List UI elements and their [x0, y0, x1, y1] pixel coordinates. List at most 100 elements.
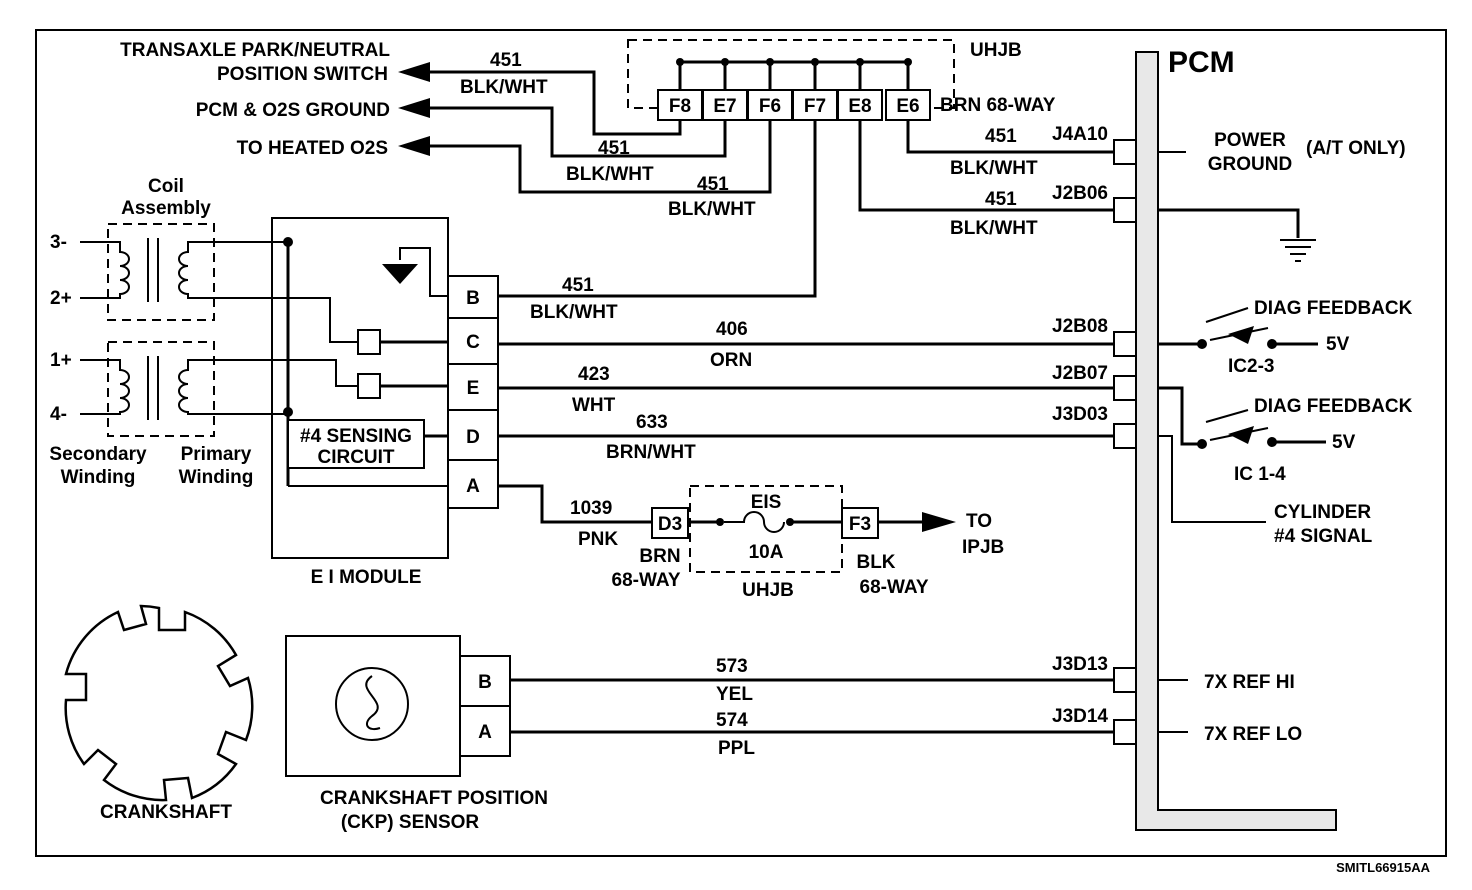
ei-pin-e: E [447, 363, 499, 411]
wire-406-color: ORN [710, 350, 752, 371]
wire-1039 [498, 484, 652, 524]
fuse-amps: 10A [749, 542, 784, 563]
arrow-pcm-o2s-ground [398, 98, 430, 118]
wire-574-color: PPL [718, 738, 755, 759]
coil-lower-box [107, 341, 215, 437]
ckp-label-1: CRANKSHAFT POSITION [320, 788, 548, 809]
svg-text:A: A [478, 722, 492, 743]
wire-451-f6-color: BLK/WHT [668, 199, 756, 220]
wire-451-e7-num: 451 [598, 138, 630, 159]
uhjb-connector-label: BRN 68-WAY [940, 95, 1056, 116]
uhjb-drops [678, 62, 910, 90]
ic23-label: IC2-3 [1228, 356, 1274, 377]
wire-451-f6 [430, 120, 772, 194]
pcm-j2b06: J2B06 [1052, 183, 1108, 204]
ei-pin-c: C [447, 317, 499, 365]
wire-423-color: WHT [572, 395, 616, 416]
arrow-park-neutral [398, 62, 430, 82]
crankshaft-wheel-shape [64, 604, 254, 802]
five-v-2-label: 5V [1332, 432, 1356, 453]
wire-423-num: 423 [578, 364, 610, 385]
pcm-block: PCM [1135, 46, 1337, 831]
fuse-circuit: 1039 PNK D3 F3 EIS 10A UHJB BRN 68-WAY B… [498, 484, 1004, 601]
ckp-sensor: B A CRANKSHAFT POSITION (CKP) SENSOR [285, 635, 548, 833]
wire-451-e7 [430, 106, 727, 158]
fuse-blk-way: 68-WAY [860, 577, 929, 598]
wire-574-num: 574 [716, 710, 748, 731]
pcm-connectors: J4A10 J2B06 J2B08 J2B07 J3D03 J3D13 J3D1… [1052, 124, 1137, 745]
wire-451-e8-num: 451 [985, 189, 1017, 210]
uhjb-pin-f8: F8 [657, 89, 703, 121]
sine-icon [365, 675, 381, 730]
svg-text:A: A [466, 476, 480, 497]
coil-assembly: Coil Assembly 3- 2+ 1+ 4- Secondary Wind… [49, 176, 253, 488]
fuse-element-icon [724, 511, 785, 533]
secondary-winding-2: Winding [61, 467, 136, 488]
svg-text:E7: E7 [713, 96, 736, 117]
uhjb-top-connector: UHJB BRN 68-WAY F8 E7 F6 F7 E8 [627, 39, 1056, 121]
coil-terminal-1: 1+ [50, 350, 72, 371]
fuse-brn-way: 68-WAY [612, 570, 681, 591]
primary-winding-1: Primary [181, 444, 252, 465]
pcm-j2b08: J2B08 [1052, 316, 1108, 337]
wire-633-color: BRN/WHT [606, 442, 696, 463]
fuse-uhjb: UHJB [742, 580, 794, 601]
uhjb-top-label: UHJB [970, 40, 1022, 61]
ckp-pin-b: B [459, 655, 511, 707]
ei-module: E I MODULE #4 SENSING CIRCUIT B C [250, 217, 499, 588]
wire-451-e6-j4a10 [906, 120, 1114, 154]
ckp-label-2: (CKP) SENSOR [341, 812, 480, 833]
svg-text:F6: F6 [759, 96, 781, 117]
fuse-d3: D3 [658, 514, 682, 535]
coil-title-2: Assembly [121, 198, 211, 219]
pcm-j3d13: J3D13 [1052, 654, 1108, 675]
arrow-to-ipjb [922, 512, 956, 532]
diagram-border [35, 29, 1447, 857]
pcm-label: PCM [1168, 46, 1235, 79]
primary-winding-2: Winding [179, 467, 254, 488]
sensing-circuit-2: CIRCUIT [317, 447, 394, 468]
fuse-eis: EIS [751, 492, 782, 513]
uhjb-pin-e8: E8 [837, 89, 883, 121]
diag-feedback-2-label: DIAG FEEDBACK [1254, 396, 1413, 417]
sensing-circuit-box [287, 419, 425, 469]
secondary-winding-1: Secondary [49, 444, 147, 465]
svg-text:D: D [466, 427, 480, 448]
fuse-blk: BLK [856, 552, 895, 573]
wire-633-num: 633 [636, 412, 668, 433]
wire-451-f8 [430, 70, 682, 136]
wire-451-e8-j2b06 [858, 120, 1114, 212]
sensing-circuit-1: #4 SENSING [300, 426, 412, 447]
coil-terminal-2: 2+ [50, 288, 72, 309]
uhjb-pin-f7: F7 [792, 89, 838, 121]
svg-text:B: B [466, 288, 480, 309]
svg-text:PCM & O2S GROUND: PCM & O2S GROUND [196, 100, 390, 121]
ref-hi-label: 7X REF HI [1204, 672, 1295, 693]
wire-451-b-num: 451 [562, 275, 594, 296]
wire-451-f8-num: 451 [490, 50, 522, 71]
pcm-bar [1135, 51, 1337, 831]
ckp-sensor-box [285, 635, 461, 777]
crankshaft-label: CRANKSHAFT [100, 802, 232, 823]
module-ground-icon [382, 264, 418, 284]
diag-feedback-1-label: DIAG FEEDBACK [1254, 298, 1413, 319]
ic14-label: IC 1-4 [1234, 464, 1286, 485]
pcm-power-label: POWER [1214, 130, 1286, 151]
ei-pin-d: D [447, 409, 499, 461]
pcm-j4a10: J4A10 [1052, 124, 1108, 145]
destination-pcm-o2s-ground: PCM & O2S GROUND [196, 98, 430, 121]
crankshaft-wheel: CRANKSHAFT [64, 604, 254, 823]
svg-text:B: B [478, 672, 492, 693]
pcm-j3d03: J3D03 [1052, 404, 1108, 425]
chassis-ground-icon [1280, 239, 1316, 262]
pcm-j3d14: J3D14 [1052, 706, 1108, 727]
ei-module-label: E I MODULE [311, 567, 422, 588]
wire-573-num: 573 [716, 656, 748, 677]
cylinder-signal-1: CYLINDER [1274, 502, 1371, 523]
wire-1039-num: 1039 [570, 498, 612, 519]
fuse-to: TO [966, 511, 992, 532]
destination-heated-o2s: TO HEATED O2S [237, 136, 430, 159]
svg-text:TO HEATED O2S: TO HEATED O2S [237, 138, 388, 159]
coil-terminal-4: 4- [50, 404, 67, 425]
